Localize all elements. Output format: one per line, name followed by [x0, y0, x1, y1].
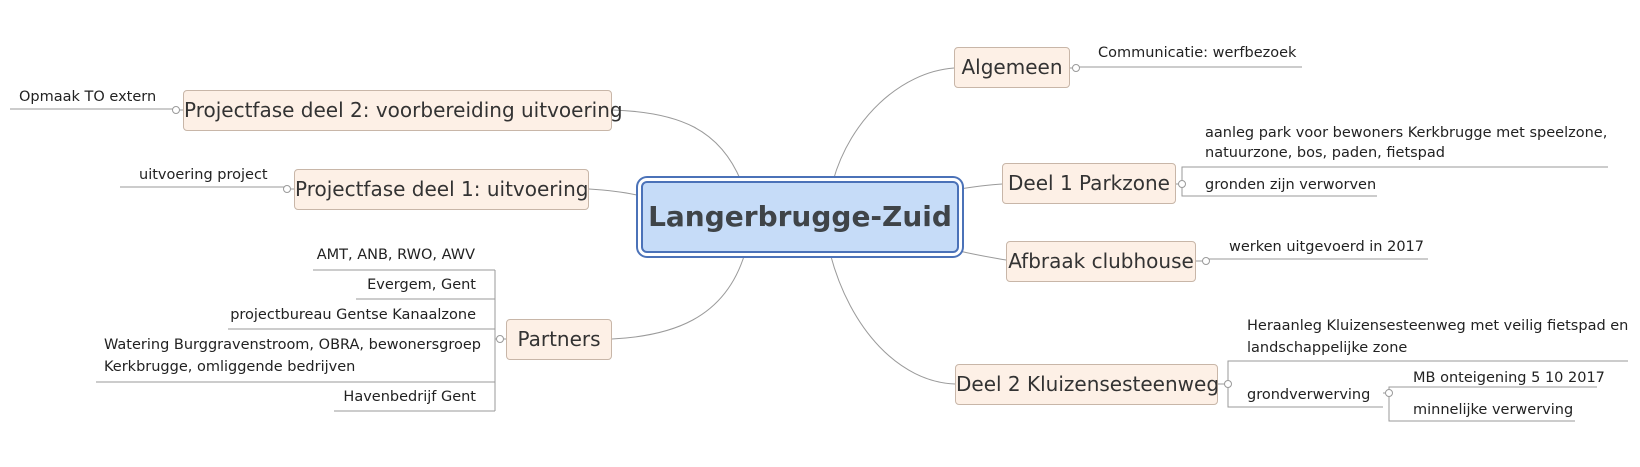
link-fase2	[611, 109, 742, 182]
leaf-minnelijke-verwerving[interactable]: minnelijke verwerving	[1413, 402, 1574, 418]
link-clubhouse	[954, 249, 1007, 261]
topic-projectfase-deel2[interactable]: Projectfase deel 2: voorbereiding uitvoe…	[183, 90, 623, 131]
leaf-watering-line1[interactable]: Watering Burggravenstroom, OBRA, bewoner…	[104, 337, 481, 353]
leaf-evergem-gent[interactable]: Evergem, Gent	[367, 277, 476, 293]
link-kluizen	[829, 252, 956, 385]
leaf-opmaak-to-extern[interactable]: Opmaak TO extern	[19, 89, 157, 105]
leaf-amt-anb[interactable]: AMT, ANB, RWO, AWV	[316, 247, 475, 263]
leaf-grondverwerving[interactable]: grondverwerving	[1247, 387, 1371, 403]
leaf-aanleg-park-line2[interactable]: natuurzone, bos, paden, fietspad	[1205, 145, 1445, 161]
topic-projectfase-deel1[interactable]: Projectfase deel 1: uitvoering	[294, 169, 589, 210]
link-parkzone	[954, 183, 1003, 191]
link-fase1	[588, 188, 642, 197]
leaf-mb-onteigening[interactable]: MB onteigening 5 10 2017	[1413, 370, 1605, 386]
link-algemeen	[832, 67, 955, 182]
topic-algemeen[interactable]: Algemeen	[954, 47, 1070, 88]
topic-afbraak-clubhouse[interactable]: Afbraak clubhouse	[1006, 241, 1196, 282]
link-partners	[611, 252, 746, 340]
leaf-heraanleg-line1[interactable]: Heraanleg Kluizensesteenweg met veilig f…	[1247, 318, 1629, 334]
leaf-uitvoering-project[interactable]: uitvoering project	[139, 167, 268, 183]
topic-partners[interactable]: Partners	[506, 319, 612, 360]
leaf-gronden-verworven[interactable]: gronden zijn verworven	[1205, 177, 1377, 193]
topic-deel2-kluizensesteenweg[interactable]: Deel 2 Kluizensesteenweg	[955, 364, 1219, 405]
leaf-watering-line2[interactable]: Kerkbrugge, omliggende bedrijven	[104, 359, 356, 375]
leaf-projectbureau[interactable]: projectbureau Gentse Kanaalzone	[230, 307, 476, 323]
leaf-aanleg-park-line1[interactable]: aanleg park voor bewoners Kerkbrugge met…	[1205, 125, 1608, 141]
root-topic[interactable]: Langerbrugge-Zuid	[641, 181, 959, 253]
leaf-havenbedrijf[interactable]: Havenbedrijf Gent	[343, 389, 476, 405]
leaf-werken-uitgevoerd[interactable]: werken uitgevoerd in 2017	[1229, 239, 1424, 255]
leaf-communicatie[interactable]: Communicatie: werfbezoek	[1098, 45, 1297, 61]
leaf-heraanleg-line2[interactable]: landschappelijke zone	[1247, 340, 1408, 356]
topic-deel1-parkzone[interactable]: Deel 1 Parkzone	[1002, 163, 1176, 204]
